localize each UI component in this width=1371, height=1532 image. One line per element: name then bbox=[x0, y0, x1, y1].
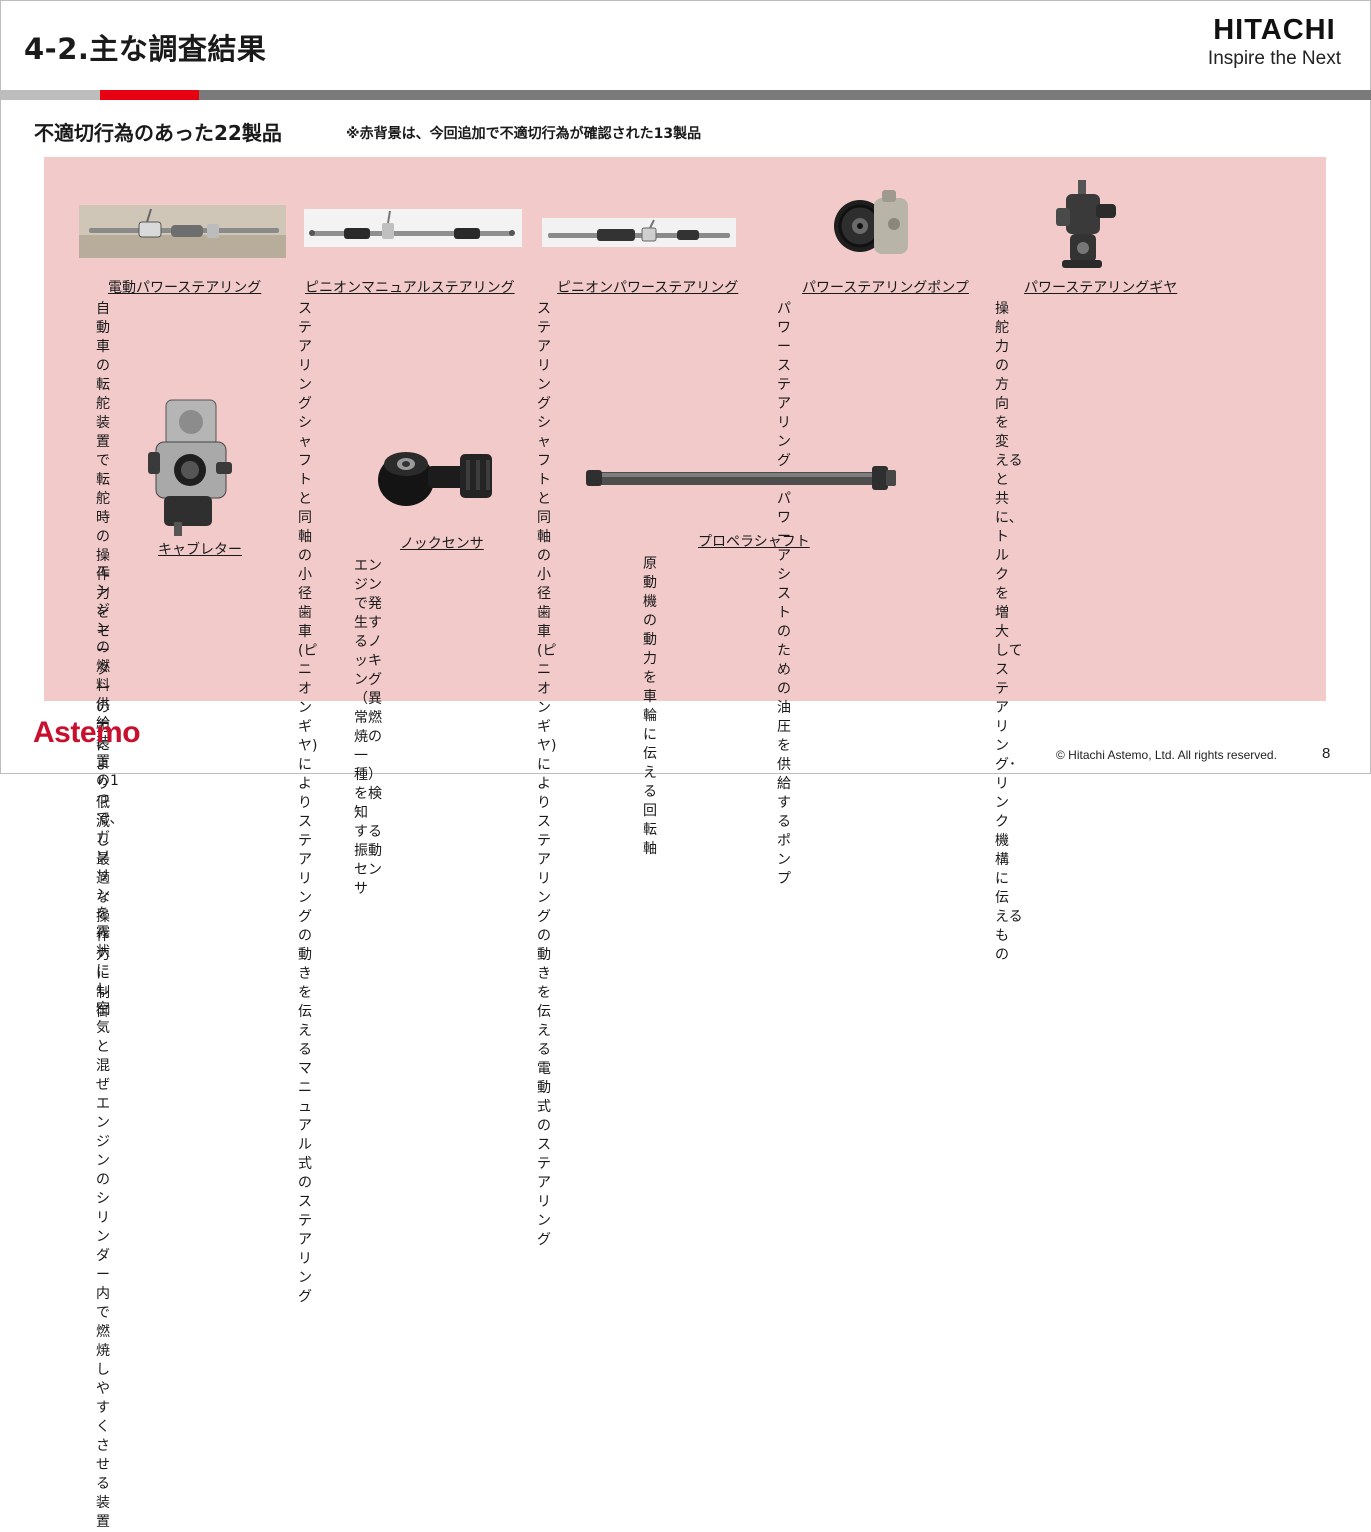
page-number: 8 bbox=[1322, 745, 1331, 762]
product-name: パワーステアリングポンプ bbox=[802, 280, 969, 296]
copyright-text: © Hitachi Astemo, Ltd. All rights reserv… bbox=[1056, 748, 1277, 762]
section-note: ※赤背景は、今回追加で不適切行為が確認された13製品 bbox=[346, 126, 702, 142]
product-name: パワーステアリングギヤ bbox=[1024, 280, 1178, 296]
header-rule-light-segment bbox=[0, 90, 100, 100]
header-rule-red-segment bbox=[100, 90, 199, 100]
product-description: エンジンの燃料供給装置の1つで、 ガソリンを霧状にし空気と混ぜエン ジンのシリン… bbox=[96, 564, 124, 1530]
product-name: ピニオンマニュアルステアリング bbox=[305, 280, 515, 296]
product-name: キャブレター bbox=[158, 542, 242, 558]
page-title: 4-2.主な調査結果 bbox=[24, 32, 267, 66]
product-name: 電動パワーステアリング bbox=[108, 280, 262, 296]
product-description: ステアリングシャフトと同軸の小 径歯車(ピニオンギヤ)によりステ アリングの動き… bbox=[298, 301, 318, 1305]
hitachi-logo-word: HITACHI bbox=[1213, 14, 1336, 46]
product-description: エンジンで発生するノッキング （異常燃焼の一種）を検知 する振動センサ bbox=[354, 558, 382, 897]
power-steering-gear-photo bbox=[1056, 180, 1116, 268]
electric-power-steering-photo bbox=[79, 205, 286, 258]
product-name: ノックセンサ bbox=[400, 536, 484, 552]
product-name: ピニオンパワーステアリング bbox=[557, 280, 739, 296]
header-rule bbox=[0, 90, 1371, 100]
pinion-power-steering-photo bbox=[542, 218, 736, 247]
section-subtitle: 不適切行為のあった22製品 bbox=[34, 121, 282, 145]
carburetor-photo bbox=[148, 399, 232, 536]
propeller-shaft-photo bbox=[586, 466, 896, 490]
hitachi-logo-tagline: Inspire the Next bbox=[1207, 48, 1341, 69]
product-description: パワーステアリングのパワーアシス トのための油圧を供給するポン プ bbox=[777, 301, 791, 887]
product-description: 原動機の動力を車輪に伝える回転軸 bbox=[643, 556, 657, 857]
hitachi-logo: HITACHI Inspire the Next bbox=[1207, 14, 1341, 69]
power-steering-pump-photo bbox=[834, 190, 908, 254]
product-description: 操舵力の方向を変えると共に、 トルクを増大してステアリング･リ ンク機構に伝える… bbox=[995, 301, 1023, 963]
product-name: プロペラシャフト bbox=[698, 534, 810, 550]
knock-sensor-photo bbox=[378, 452, 492, 506]
pinion-manual-steering-photo bbox=[304, 209, 522, 247]
astemo-logo: Astemo bbox=[33, 716, 141, 749]
product-description: ステアリングシャフトと同軸の小 径歯車(ピニオンギヤ)によりステ アリングの動き… bbox=[537, 301, 557, 1248]
